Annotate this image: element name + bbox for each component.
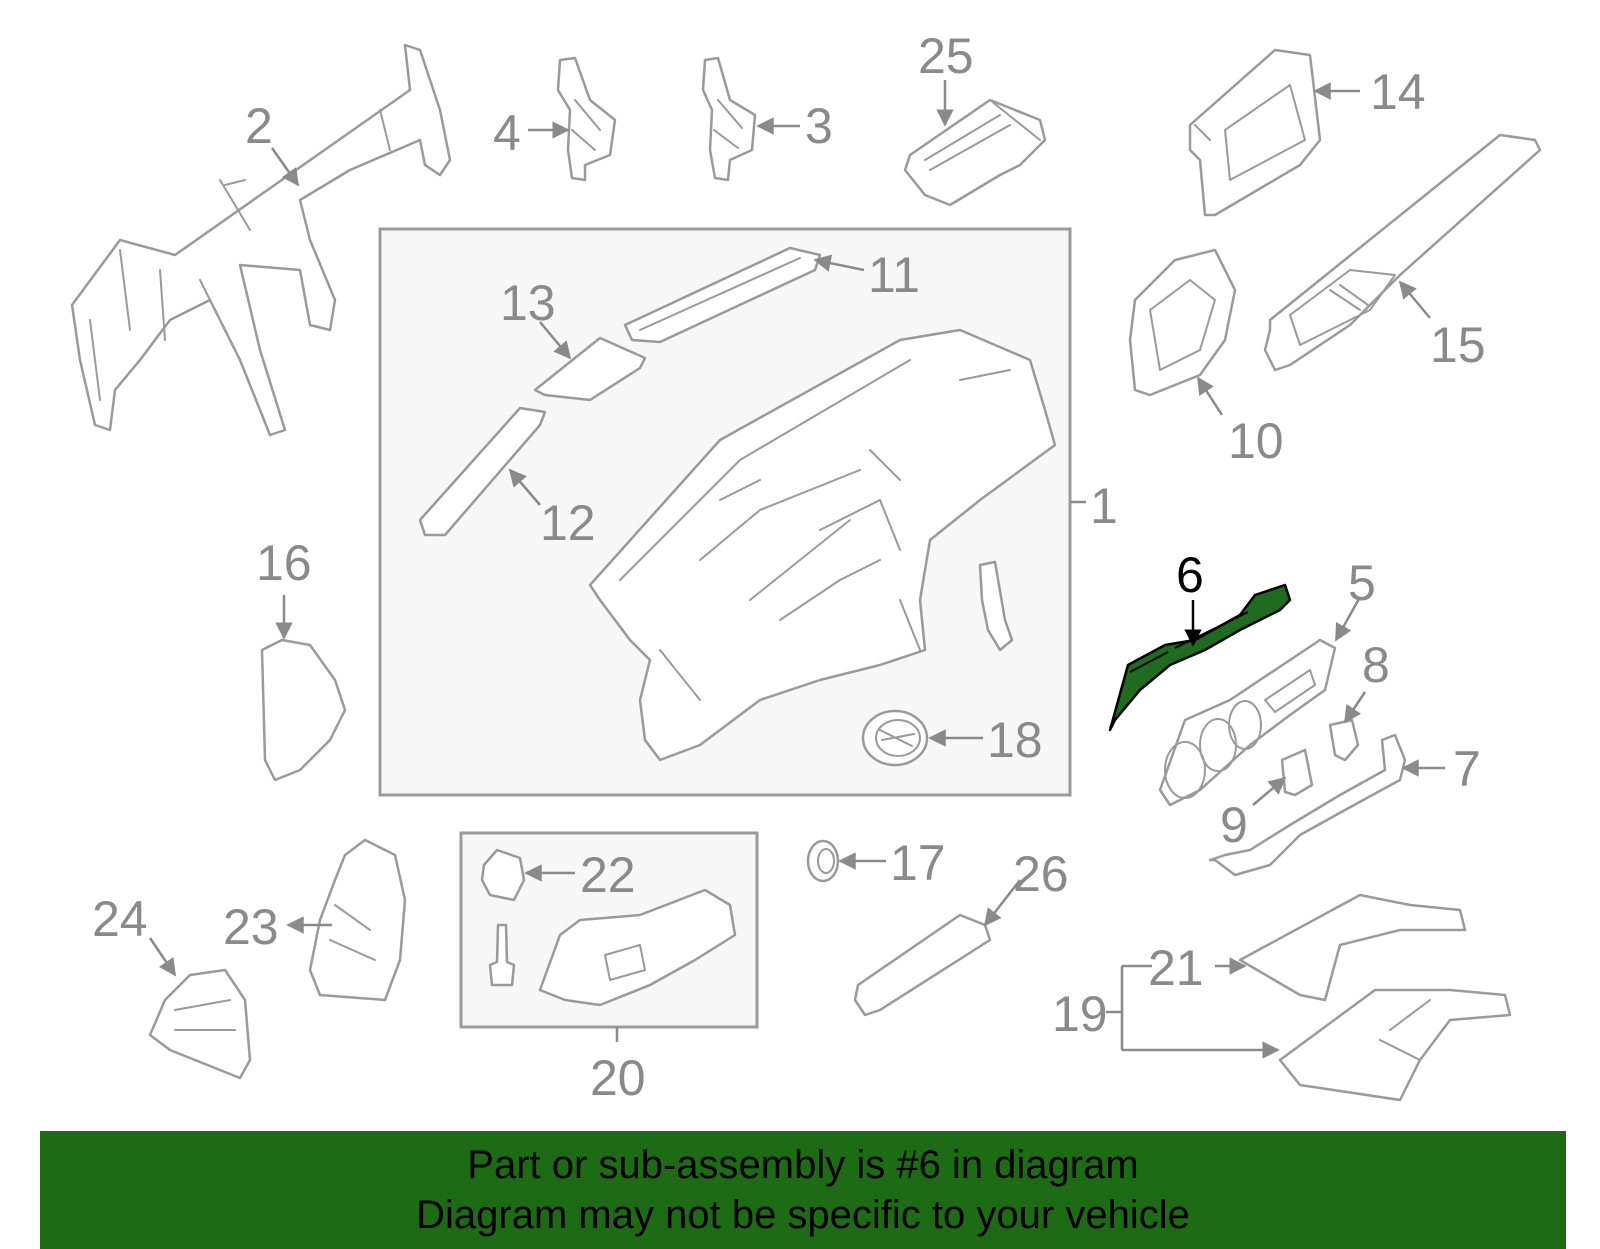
part-14-trim-panel — [1188, 48, 1322, 217]
part-9-insert — [1280, 748, 1314, 797]
part-15-trim-strip — [1263, 133, 1542, 372]
banner-line-part: Part or sub-assembly is #6 in diagram — [467, 1143, 1139, 1187]
callout-17: 17 — [890, 835, 946, 891]
callout-9: 9 — [1220, 797, 1248, 853]
part-22-nut — [480, 848, 526, 902]
part-2-cross-car-beam — [70, 43, 452, 437]
part-21-panel — [1238, 893, 1467, 1002]
part-1-instrument-panel — [588, 328, 1057, 762]
callout-12: 12 — [540, 495, 596, 551]
part-23-duct — [308, 838, 407, 1002]
part-13-cover — [533, 336, 647, 402]
callout-labels: 1 2 3 4 5 6 7 8 9 10 11 12 13 14 15 16 1… — [92, 28, 1486, 1106]
part-3-bracket — [701, 56, 757, 182]
callout-18: 18 — [987, 712, 1043, 768]
part-10-trim-bezel — [1128, 248, 1237, 397]
callout-16: 16 — [256, 535, 312, 591]
callout-10: 10 — [1228, 413, 1284, 469]
callout-23: 23 — [223, 899, 279, 955]
callout-1: 1 — [1090, 478, 1118, 534]
callout-3: 3 — [805, 98, 833, 154]
callout-24: 24 — [92, 891, 148, 947]
callout-19: 19 — [1052, 986, 1108, 1042]
callout-15: 15 — [1430, 317, 1486, 373]
part-1-side-bracket — [978, 560, 1014, 652]
callout-25: 25 — [918, 28, 974, 84]
callout-8: 8 — [1362, 637, 1390, 693]
callout-6: 6 — [1176, 547, 1204, 603]
leader-lines — [148, 80, 1445, 1059]
callout-22: 22 — [580, 847, 636, 903]
part-20-bracket — [538, 888, 737, 1007]
callout-5: 5 — [1348, 555, 1376, 611]
part-8-clip — [1328, 718, 1360, 762]
part-24-bracket — [148, 968, 252, 1080]
banner-line-disclaimer: Diagram may not be specific to your vehi… — [416, 1193, 1190, 1237]
callout-11: 11 — [868, 247, 920, 303]
callout-21: 21 — [1148, 940, 1204, 996]
part-26-bracket — [853, 913, 992, 1017]
part-17-grommet — [806, 839, 840, 883]
part-16-side-cover — [260, 638, 347, 782]
callout-13: 13 — [500, 275, 556, 331]
callout-14: 14 — [1370, 64, 1426, 120]
callout-26: 26 — [1013, 846, 1069, 902]
part-7-lower-trim — [1208, 733, 1407, 877]
callout-20: 20 — [590, 1050, 646, 1106]
part-5-cluster-housing — [1158, 638, 1337, 807]
part-4-bracket — [556, 56, 617, 182]
info-banner: Part or sub-assembly is #6 in diagram Di… — [40, 1131, 1566, 1249]
callout-2: 2 — [245, 98, 273, 154]
part-19-lower-panel — [1278, 988, 1512, 1102]
parts-diagram: 1 2 3 4 5 6 7 8 9 10 11 12 13 14 15 16 1… — [70, 28, 1542, 1106]
part-12-trim-strip — [418, 406, 547, 537]
part-18-air-vent — [861, 709, 929, 767]
callout-7: 7 — [1453, 741, 1481, 797]
part-25-module — [903, 98, 1047, 207]
callout-4: 4 — [493, 105, 521, 161]
part-20-bolt — [488, 923, 516, 987]
